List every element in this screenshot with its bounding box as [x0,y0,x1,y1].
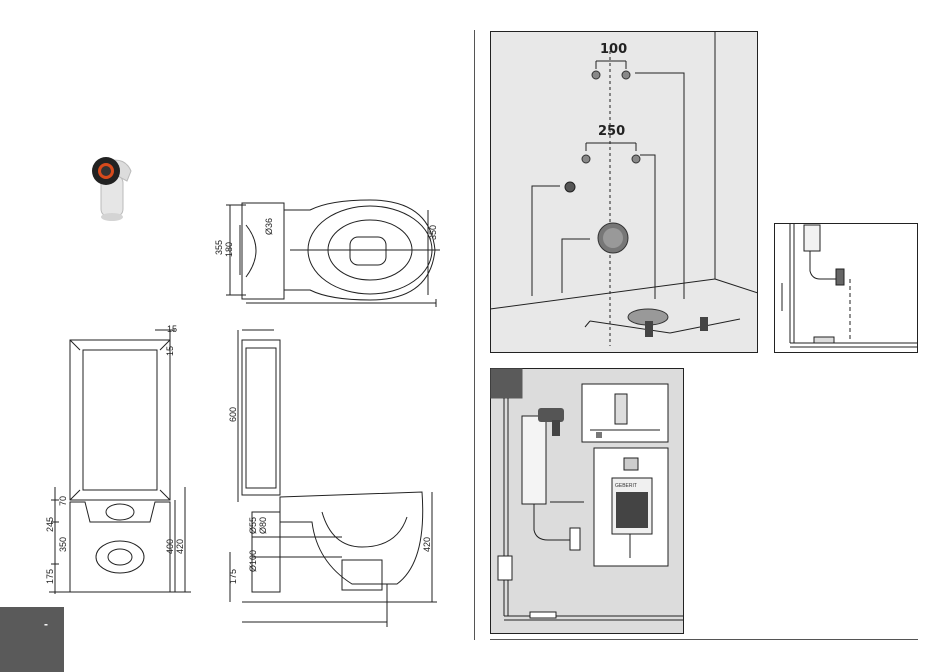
dim-175: 175 [228,569,238,584]
dim-245: 245 [45,517,55,532]
dim-250: 250 [598,124,625,139]
dim-420: 420 [422,537,432,552]
detail-section-panel [774,223,918,353]
dim-175: 175 [45,569,55,584]
dim-diameter-36: Ø36 [264,218,274,235]
dim-355: 355 [214,240,224,255]
dim-diameter-80: Ø80 [258,517,268,534]
top-view-drawing: 355 180 Ø36 350 [210,195,450,310]
installation-frame-panel: GEBERIT [490,368,684,634]
page-divider [474,30,475,640]
dim-15-b: 15 [165,346,175,356]
dim-400: 400 [165,539,175,554]
side-view-drawing: 600 Ø55 Ø80 Ø100 175 420 [222,322,442,637]
dim-diameter-100: Ø100 [248,550,258,572]
dim-350: 350 [58,537,68,552]
dim-100: 100 [600,42,627,57]
dim-420: 420 [175,539,185,554]
bottom-rule [490,639,918,640]
dim-180: 180 [224,242,234,257]
pipe-connector-illustration [85,145,145,225]
dim-diameter-55: Ø55 [248,517,258,534]
front-view-drawing: 15 15 70 245 350 175 400 420 [45,322,205,612]
brand-label: GEBERIT [615,483,637,489]
wall-connection-panel: 100 250 [490,31,758,353]
drill-icon [538,408,564,422]
dim-600: 600 [228,407,238,422]
chapter-tab: - [0,607,64,672]
dim-70: 70 [58,496,68,506]
dim-350: 350 [428,225,438,240]
chapter-tab-mark: - [44,617,48,631]
dim-15-a: 15 [167,324,177,334]
